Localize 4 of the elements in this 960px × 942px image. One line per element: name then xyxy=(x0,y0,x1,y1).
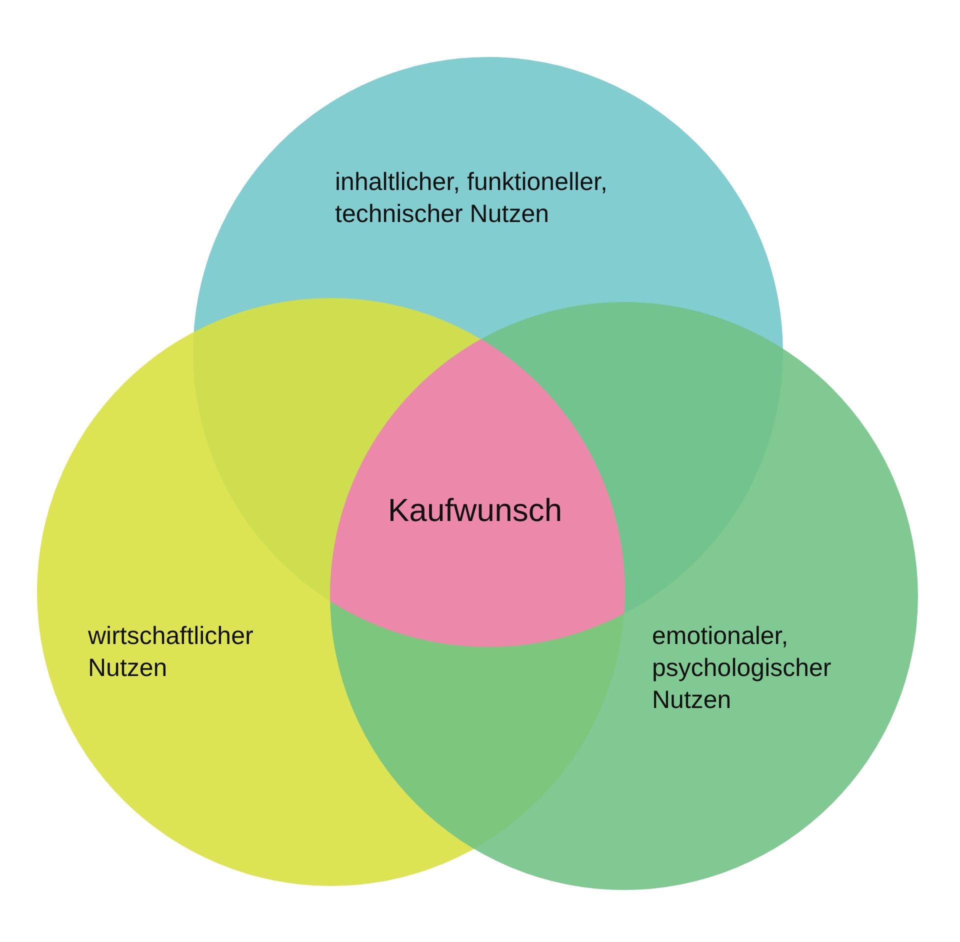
circle-label: emotionaler, psychologischer Nutzen xyxy=(652,621,832,716)
center-label: Kaufwunsch xyxy=(386,491,564,530)
circle-label: wirtschaftlicher Nutzen xyxy=(88,621,254,684)
circle-label: inhaltlicher, funktioneller, technischer Nutzen xyxy=(335,167,608,230)
